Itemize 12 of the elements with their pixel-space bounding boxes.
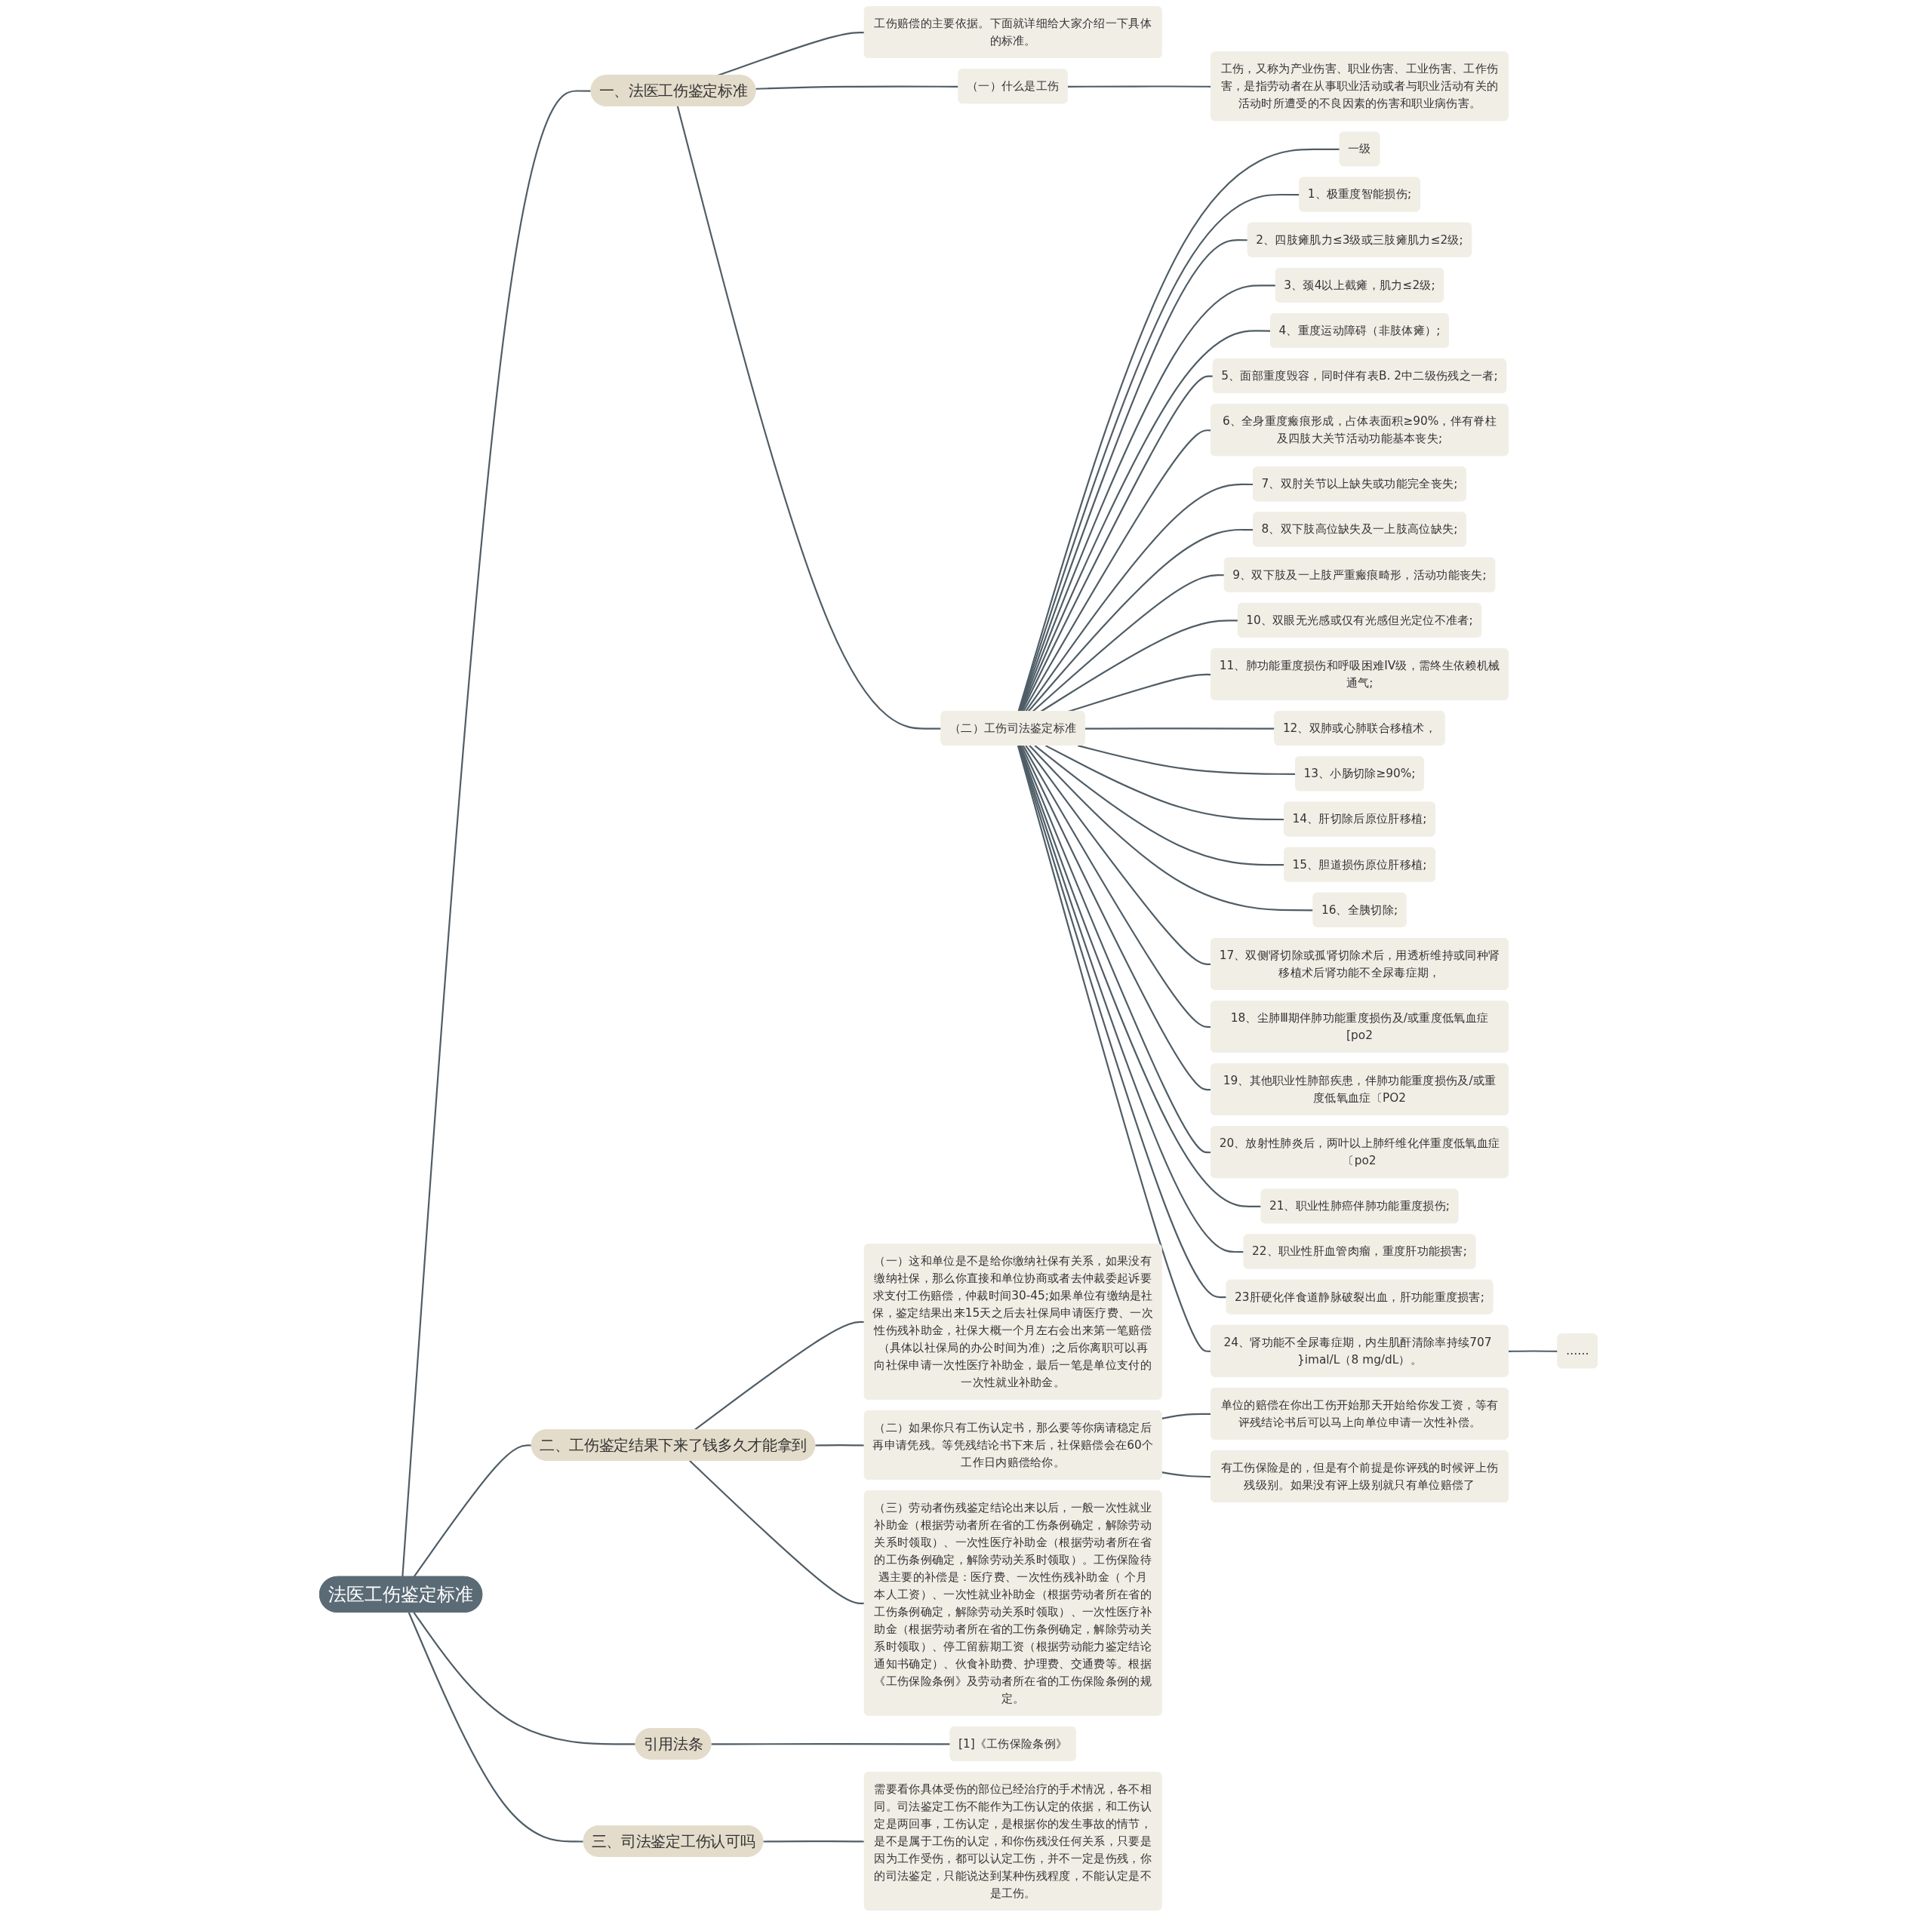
- connector: [413, 1444, 532, 1578]
- connector: [408, 1612, 584, 1843]
- connector: [401, 90, 592, 1578]
- connector: [676, 106, 942, 730]
- connector: [763, 1840, 865, 1843]
- connector: [1017, 148, 1340, 712]
- connector: [711, 1742, 951, 1745]
- connector: [815, 1444, 865, 1447]
- connector: [413, 1612, 636, 1745]
- connector: [1020, 375, 1214, 712]
- connector: [689, 1459, 865, 1605]
- connector: [1018, 239, 1248, 712]
